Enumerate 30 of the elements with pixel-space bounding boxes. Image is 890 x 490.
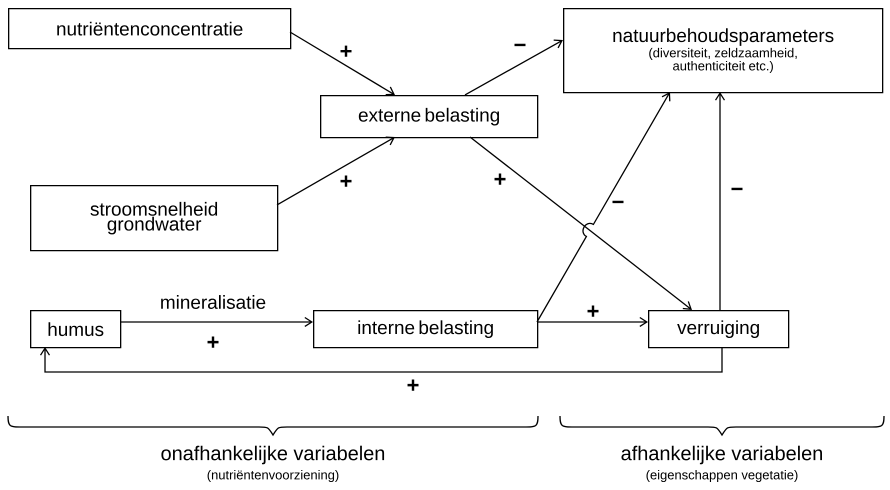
arrow [536,92,670,322]
variable-group-label: afhankelijke variabelen [622,446,822,464]
concept-box: humus [30,310,122,348]
edge-label: − [512,42,528,54]
edge-label: + [206,336,220,350]
variable-group-label: (nutriëntenvoorziening) [208,470,338,482]
concept-box: natuurbehoudsparameters (diversiteit, zeldzaamheid, authenticiteit etc.) [563,8,884,94]
arrow [40,347,723,373]
arrow [276,136,395,206]
arrow [290,31,395,96]
variable-group-label: onafhankelijke variabelen [161,446,384,464]
concept-box: externe belasting [320,95,538,138]
edge-label: − [610,200,626,210]
edge-label: + [338,174,354,190]
process-label: mineralisatie [161,295,266,309]
arrow [464,39,563,96]
arrow [714,92,726,310]
arrow [537,316,648,328]
arrow [120,316,313,328]
arrow [470,136,692,310]
concept-box: nutriëntenconcentratie [8,8,292,50]
concept-box: interne belasting [313,310,538,348]
edge-label: + [586,304,600,320]
variable-group-label: (eigenschappen vegetatie) [646,470,798,482]
edge-label: + [492,172,508,188]
edge-label: − [730,186,744,198]
edge-label: + [338,44,354,60]
edge-label: + [406,378,420,394]
concept-box: verruiging [648,310,790,348]
concept-box: stroomsnelheid grondwater [30,185,278,252]
